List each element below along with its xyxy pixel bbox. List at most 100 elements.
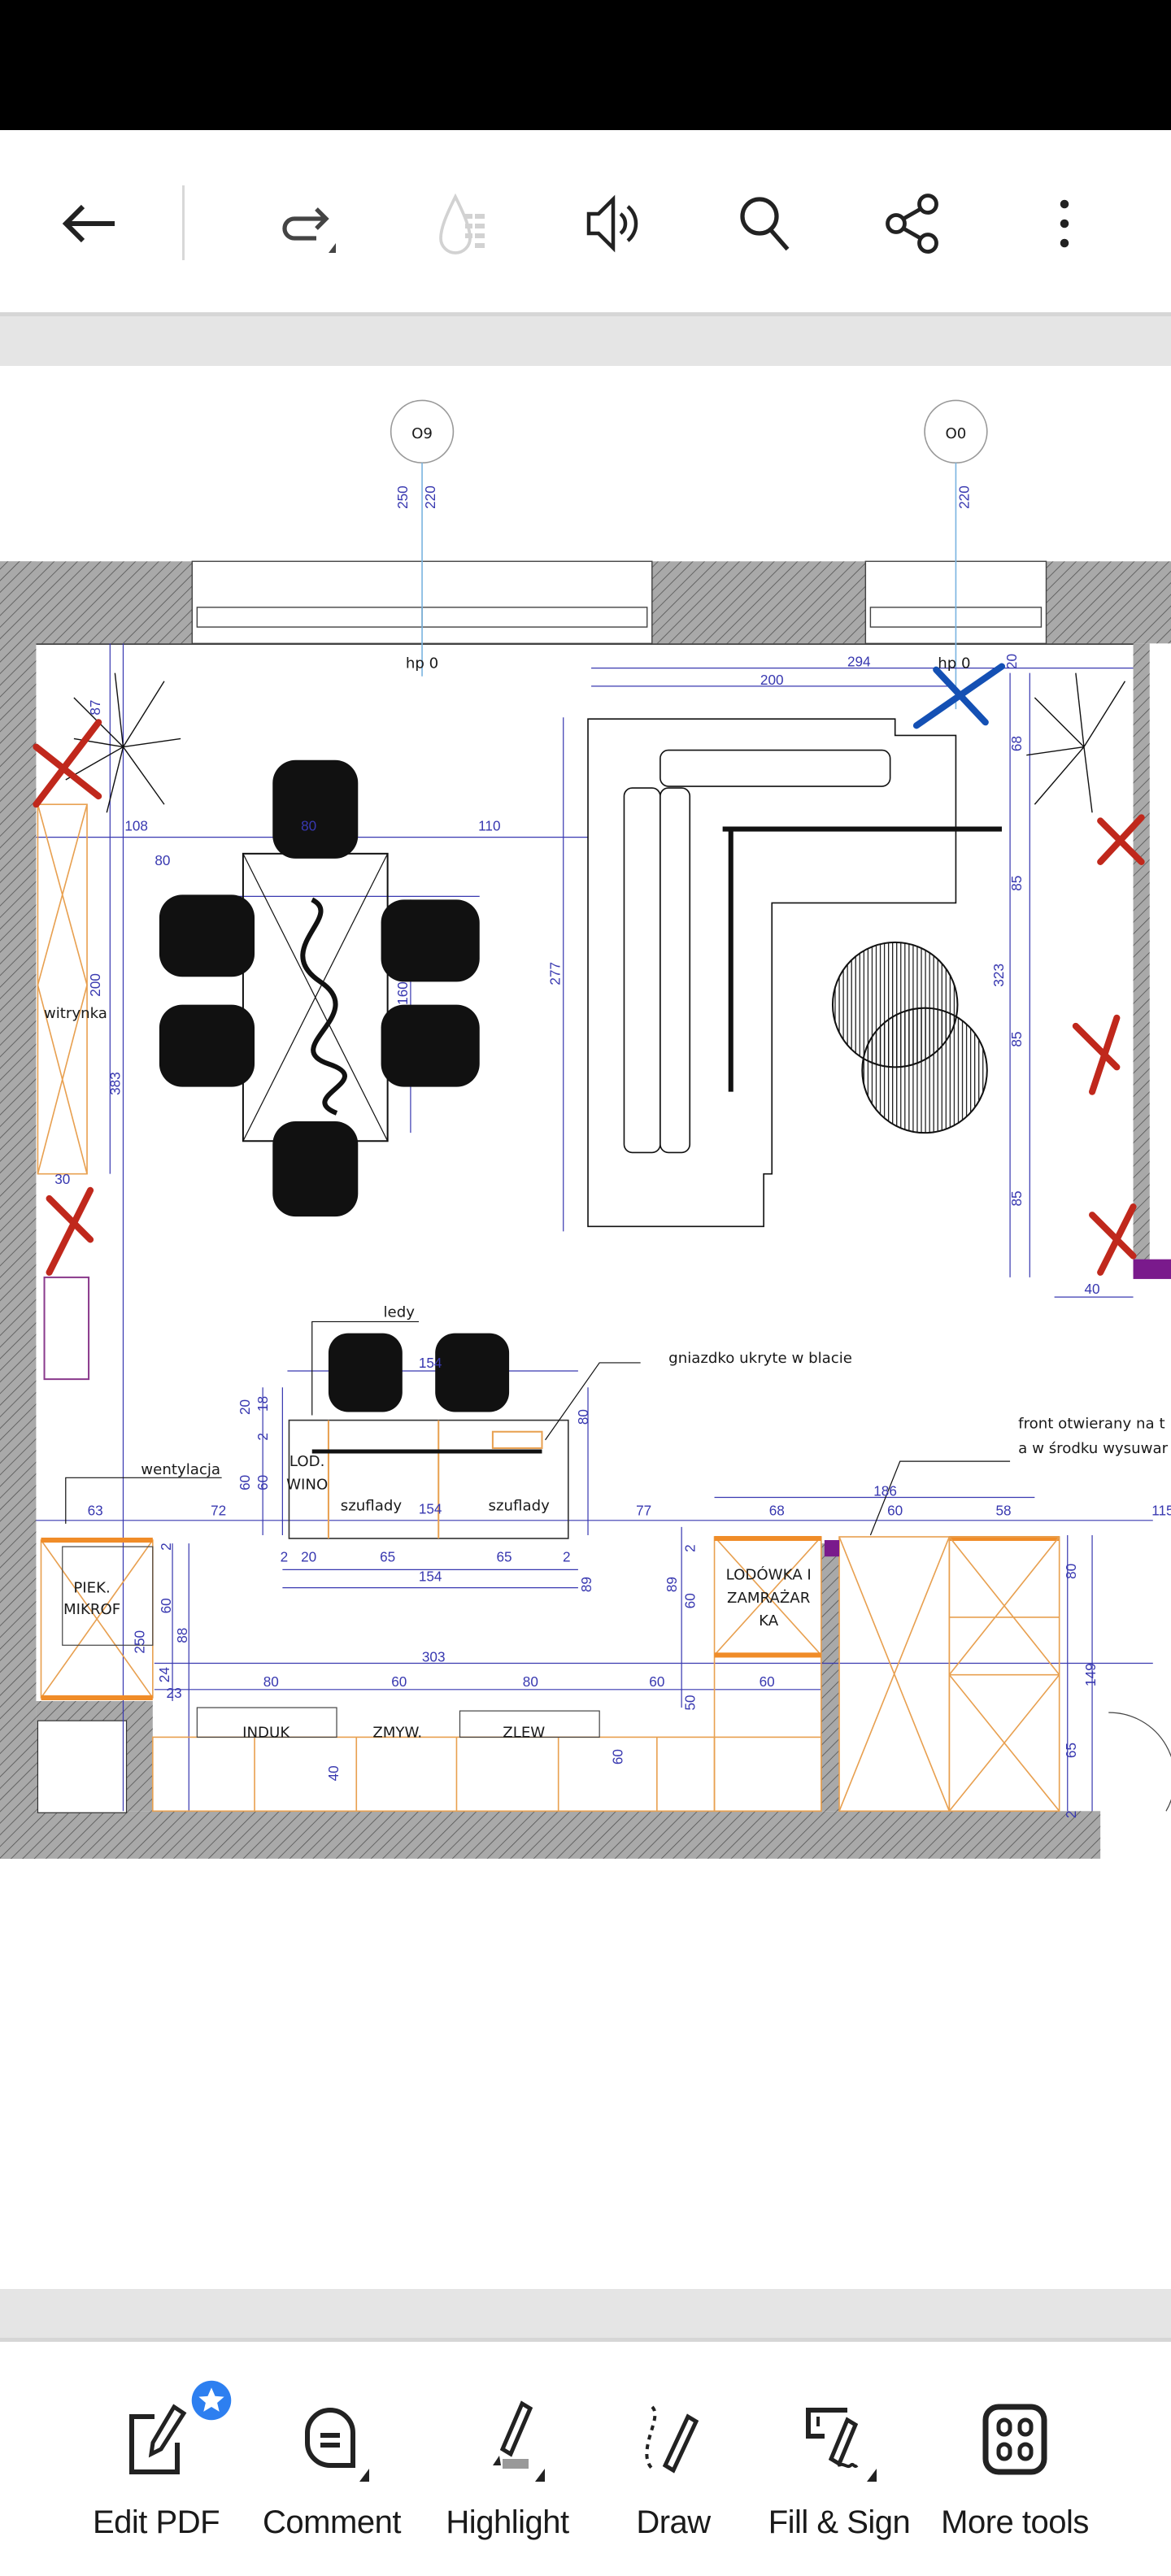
- dimension-label: 108: [124, 818, 148, 834]
- dimension-label: 2: [281, 1548, 289, 1564]
- dimension-label: 250: [132, 1630, 148, 1654]
- back-button[interactable]: [54, 187, 127, 260]
- dimension-label: 294: [847, 654, 871, 670]
- dimension-label: 200: [87, 973, 103, 997]
- plant: [65, 672, 1126, 813]
- dimension-label: 60: [158, 1598, 174, 1613]
- redo-button[interactable]: [268, 187, 341, 260]
- dimension-label: 186: [873, 1483, 897, 1499]
- dimension-label: 60: [760, 1673, 775, 1690]
- dimension-label: 77: [636, 1503, 651, 1519]
- tool-label: Highlight: [446, 2504, 569, 2540]
- tool-label: More tools: [941, 2504, 1089, 2540]
- dimension-label: 85: [1008, 1190, 1025, 1206]
- walls: [0, 561, 1171, 1859]
- dimension-label: 154: [419, 1569, 442, 1585]
- plan-label: a w środku wysuwar: [1018, 1440, 1168, 1457]
- page-gap-bottom: [0, 2289, 1171, 2342]
- dimension-label: 20: [1003, 654, 1020, 669]
- leader-lines: [65, 1321, 1011, 1536]
- dimension-label: 80: [155, 852, 170, 868]
- plan-label: LODÓWKA I: [726, 1566, 812, 1584]
- dimension-label: 60: [609, 1749, 625, 1764]
- dimension-label: 2: [681, 1544, 698, 1552]
- plan-label: PIEK.: [73, 1580, 110, 1597]
- plan-label: gniazdko ukryte w blacie: [668, 1350, 852, 1367]
- dimension-label: 220: [422, 485, 438, 509]
- plan-label: witrynka: [44, 1005, 107, 1022]
- dimension-label: 277: [547, 962, 564, 986]
- dimension-label: 149: [1082, 1663, 1099, 1686]
- tool-label: Edit PDF: [92, 2504, 220, 2540]
- dimension-label: 154: [419, 1355, 442, 1371]
- dimension-label: 85: [1008, 1032, 1025, 1047]
- dimension-label: 40: [325, 1765, 342, 1781]
- dimension-label: 20: [237, 1399, 253, 1415]
- purple-panel: [43, 1276, 90, 1381]
- dimension-label: 160: [394, 981, 411, 1005]
- tool-label: Fill & Sign: [768, 2504, 911, 2540]
- share-icon: [886, 194, 938, 254]
- dimension-label: 60: [391, 1673, 407, 1690]
- dimension-label: 60: [681, 1593, 698, 1608]
- purple-strip: [1133, 1259, 1171, 1279]
- dimension-label: 72: [211, 1503, 226, 1519]
- redo-icon: [282, 207, 336, 253]
- search-button[interactable]: [728, 187, 801, 260]
- dimension-label: 89: [664, 1577, 680, 1592]
- dimension-label: 65: [1063, 1743, 1079, 1758]
- dimension-label: 23: [167, 1685, 182, 1701]
- liquid-mode-button[interactable]: [429, 187, 502, 260]
- dimension-label: 30: [54, 1171, 70, 1187]
- plan-label: O9: [411, 425, 433, 442]
- edit-pdf-icon: [129, 2404, 187, 2474]
- dimension-label: 80: [301, 818, 316, 834]
- tool-fill-sign[interactable]: Fill & Sign: [751, 2342, 927, 2576]
- sofa: [587, 718, 1002, 1228]
- dimension-label: 250: [394, 485, 411, 509]
- sideboard: [288, 1333, 569, 1539]
- liquid-mode-icon: [439, 193, 485, 255]
- plan-label: INDUK: [242, 1724, 290, 1741]
- plan-label: hp 0: [406, 655, 438, 672]
- dimension-label: 24: [156, 1667, 172, 1683]
- dimension-label: 63: [88, 1503, 103, 1519]
- tool-edit-pdf[interactable]: Edit PDF: [68, 2342, 244, 2576]
- dimension-label: 60: [649, 1673, 664, 1690]
- dimension-label: 68: [1008, 736, 1025, 751]
- tool-draw[interactable]: Draw: [586, 2342, 761, 2576]
- dimension-label: 88: [174, 1628, 190, 1643]
- dimension-label: 323: [990, 964, 1007, 987]
- tool-comment[interactable]: Comment: [244, 2342, 420, 2576]
- dimension-label: 115: [1151, 1503, 1171, 1519]
- comment-icon: [305, 2407, 369, 2482]
- dimension-label: 87: [87, 700, 103, 716]
- appliance-outlines: [62, 1546, 1171, 1812]
- dimension-label: 50: [681, 1695, 698, 1710]
- more-tools-icon: [982, 2404, 1047, 2475]
- dimension-label: 85: [1008, 876, 1025, 891]
- witrynka-cabinet: [37, 803, 88, 1175]
- tool-highlight[interactable]: Highlight: [420, 2342, 595, 2576]
- status-bar: [0, 0, 1171, 130]
- plan-label: ZAMRAŻAR: [727, 1590, 811, 1607]
- dimension-label: 2: [1063, 1811, 1079, 1819]
- share-button[interactable]: [877, 187, 950, 260]
- plan-label: ZMYW.: [372, 1724, 422, 1741]
- remove-marks: [33, 719, 1145, 1276]
- more-options-button[interactable]: [1028, 187, 1101, 260]
- dimension-label: 2: [158, 1543, 174, 1551]
- dimension-label: 80: [263, 1673, 279, 1690]
- dimension-label: 80: [575, 1409, 591, 1425]
- tool-more-tools[interactable]: More tools: [927, 2342, 1103, 2576]
- plan-label: WINO: [286, 1476, 328, 1493]
- read-aloud-button[interactable]: [577, 187, 650, 260]
- dimension-label: 303: [422, 1648, 446, 1664]
- draw-icon: [645, 2405, 699, 2474]
- dimension-label: 110: [478, 818, 500, 834]
- dimension-label: 383: [107, 1072, 123, 1095]
